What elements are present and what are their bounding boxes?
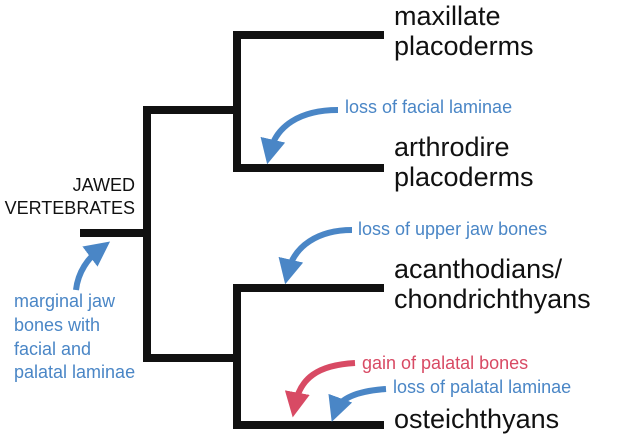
taxon-arthrodire-line-2: placoderms bbox=[394, 162, 534, 193]
taxon-maxillate-placoderms: maxillate placoderms bbox=[394, 1, 534, 61]
note-marginal-line-1: marginal jaw bbox=[14, 291, 116, 311]
note-loss-upper-jaw-bones: loss of upper jaw bones bbox=[358, 219, 548, 239]
note-loss-palatal-laminae: loss of palatal laminae bbox=[393, 377, 572, 397]
note-gain-palatal-bones: gain of palatal bones bbox=[362, 353, 529, 373]
taxon-maxillate-line-1: maxillate bbox=[394, 1, 501, 31]
note-loss-facial-laminae: loss of facial laminae bbox=[345, 97, 513, 117]
note-marginal-line-2: bones with bbox=[14, 314, 101, 335]
taxon-arthrodire-placoderms: arthrodire placoderms bbox=[394, 132, 534, 192]
note-marginal-line-4: palatal laminae bbox=[14, 362, 136, 383]
note-marginal-line-3: facial and bbox=[14, 338, 92, 359]
arrow-loss-palatal-laminae bbox=[328, 386, 387, 422]
taxon-maxillate-line-2: placoderms bbox=[394, 31, 534, 62]
arrow-loss-facial-laminae bbox=[260, 107, 339, 165]
root-label-line-1: JAWED bbox=[72, 175, 135, 195]
arrow-gain-palatal-bones bbox=[284, 360, 356, 418]
taxon-arthrodire-line-1: arthrodire bbox=[394, 132, 510, 162]
taxon-osteichthyans: osteichthyans bbox=[394, 404, 559, 434]
root-label-line-2: VERTEBRATES bbox=[4, 198, 135, 219]
taxon-osteichthyans-line-1: osteichthyans bbox=[394, 404, 560, 434]
taxon-acanthodians-line-1: acanthodians/ bbox=[394, 254, 563, 284]
arrow-loss-upper-jaw-bones bbox=[278, 227, 353, 285]
taxon-acanthodians-chondrichthyans: acanthodians/ chondrichthyans bbox=[394, 254, 591, 314]
note-marginal-jaw-bones: marginal jaw bones with facial and palat… bbox=[14, 290, 135, 385]
arrow-marginal-jaw-bones bbox=[73, 241, 111, 291]
taxon-acanthodians-line-2: chondrichthyans bbox=[394, 284, 591, 315]
root-label: JAWED VERTEBRATES bbox=[5, 174, 135, 221]
tree-branches bbox=[80, 31, 384, 429]
